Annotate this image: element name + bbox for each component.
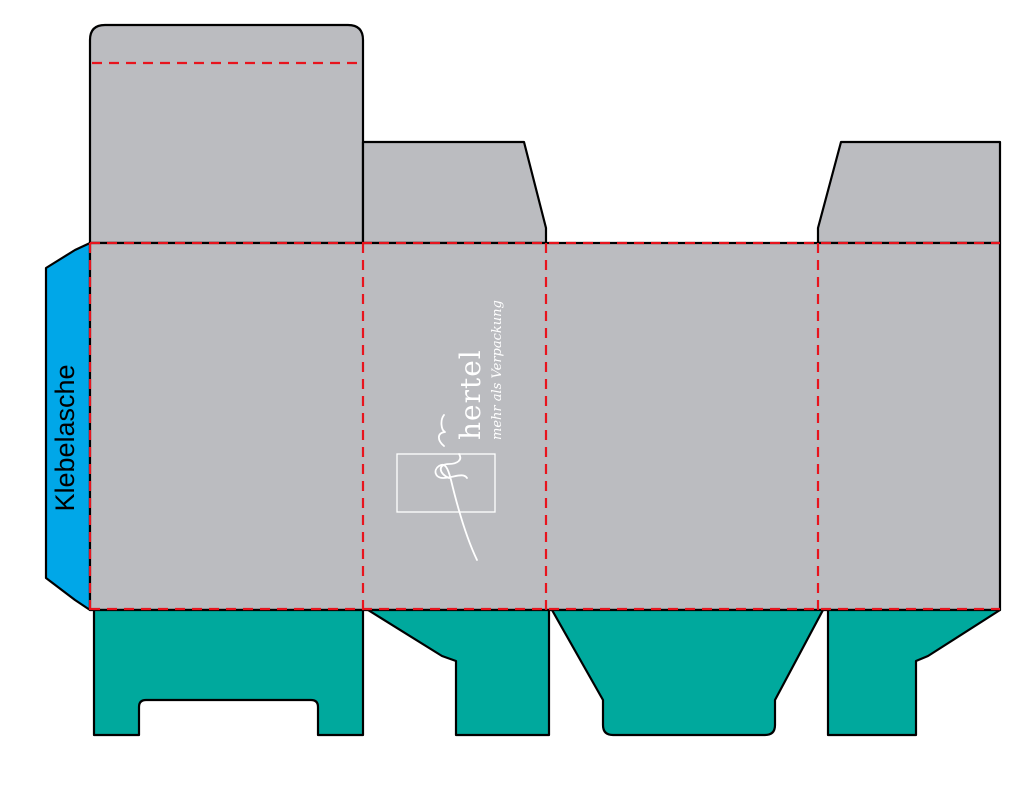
top-dust-flap-left [361,140,548,245]
bottom-flap-front [92,608,365,737]
logo-brand-name: hertel [454,349,487,440]
bottom-flap-back [550,608,825,737]
box-body-panels [88,241,1002,612]
logo-tagline: mehr als Verpackung [490,300,505,440]
logo-frame [396,453,496,513]
brand-logo: hertel mehr als Verpackung [396,300,505,561]
top-dust-flap-right [816,140,1002,245]
bottom-flap-side-right [826,608,1002,737]
top-tuck-flap [88,23,365,245]
bottom-flap-side-left [366,608,551,737]
logo-signature-mark [434,414,478,561]
glue-tab-label: Klebelasche [50,364,80,511]
fold-lines [88,61,1000,611]
